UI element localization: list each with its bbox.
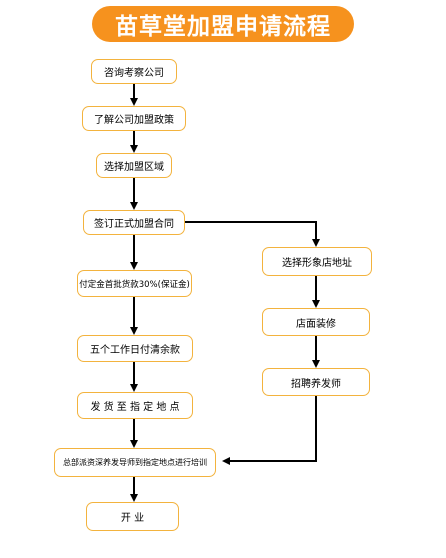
step-learn-policy: 了解公司加盟政策 <box>82 106 186 131</box>
step-store-decoration: 店面装修 <box>262 308 370 336</box>
arrow-contract-location <box>185 221 320 247</box>
step-pay-balance: 五个工作日付清余款 <box>77 335 193 362</box>
step-ship-goods: 发 货 至 指 定 地 点 <box>77 392 193 419</box>
page-title: 苗草堂加盟申请流程 <box>92 6 354 42</box>
step-training: 总部派资深养发导师到指定地点进行培训 <box>54 448 216 477</box>
step-pay-deposit: 付定金首批货款30%(保证金) <box>77 270 192 297</box>
step-sign-contract: 签订正式加盟合同 <box>83 210 185 235</box>
arrow-hire-training <box>222 396 317 465</box>
step-open-business: 开 业 <box>86 502 179 531</box>
step-hire-stylist: 招聘养发师 <box>262 368 370 396</box>
step-choose-region: 选择加盟区域 <box>96 153 172 178</box>
step-consult: 咨询考察公司 <box>91 59 177 84</box>
step-choose-location: 选择形象店地址 <box>262 247 372 276</box>
